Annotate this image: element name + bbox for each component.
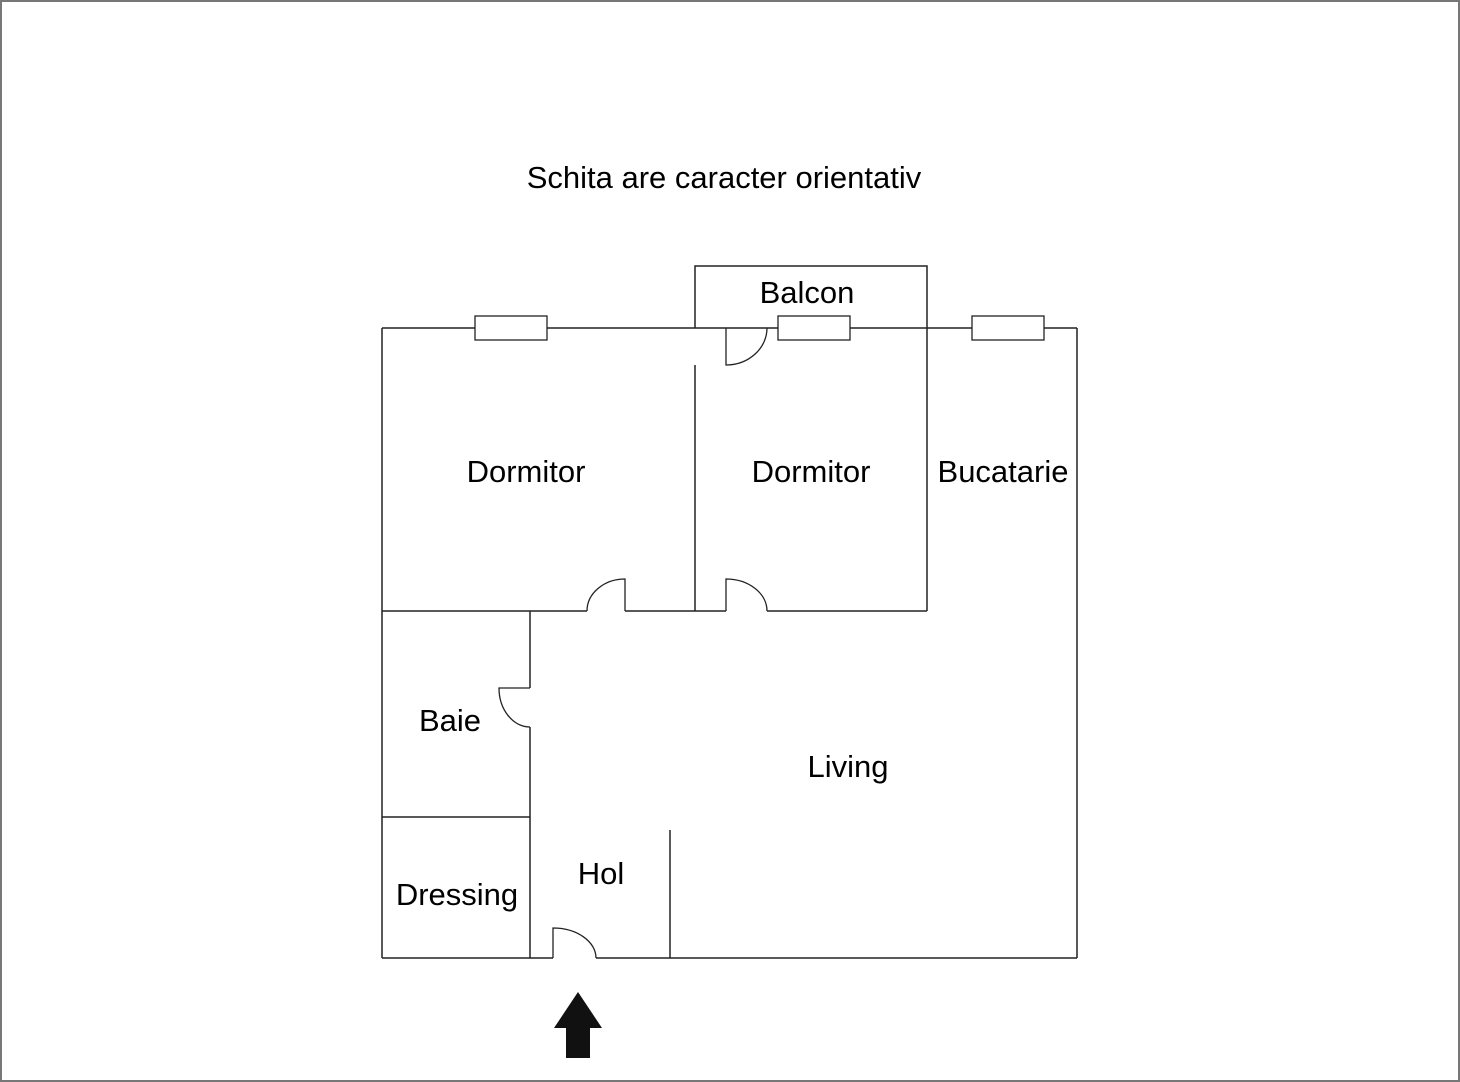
room-label-baie: Baie <box>419 703 481 738</box>
walls <box>381 265 1078 959</box>
doors <box>498 327 768 959</box>
room-label-hol: Hol <box>578 856 625 891</box>
window-bedroom-2 <box>777 315 851 341</box>
windows <box>474 315 1045 341</box>
window-kitchen <box>971 315 1045 341</box>
room-label-balcon: Balcon <box>760 275 855 310</box>
diagram-title: Schita are caracter orientativ <box>527 160 922 195</box>
door-bedroom-1 <box>586 578 626 612</box>
arrow-up-icon <box>554 992 602 1058</box>
door-balcony <box>725 327 768 366</box>
door-bathroom <box>498 687 531 728</box>
room-label-dressing: Dressing <box>396 877 518 912</box>
window-bedroom-1 <box>474 315 548 341</box>
room-label-bucatarie: Bucatarie <box>938 454 1069 489</box>
door-entrance <box>552 927 597 959</box>
door-bedroom-2 <box>725 578 768 612</box>
room-label-dormitor-1: Dormitor <box>467 454 586 489</box>
balcony-walls <box>694 265 928 328</box>
room-label-living: Living <box>808 749 889 784</box>
room-label-dormitor-2: Dormitor <box>752 454 871 489</box>
